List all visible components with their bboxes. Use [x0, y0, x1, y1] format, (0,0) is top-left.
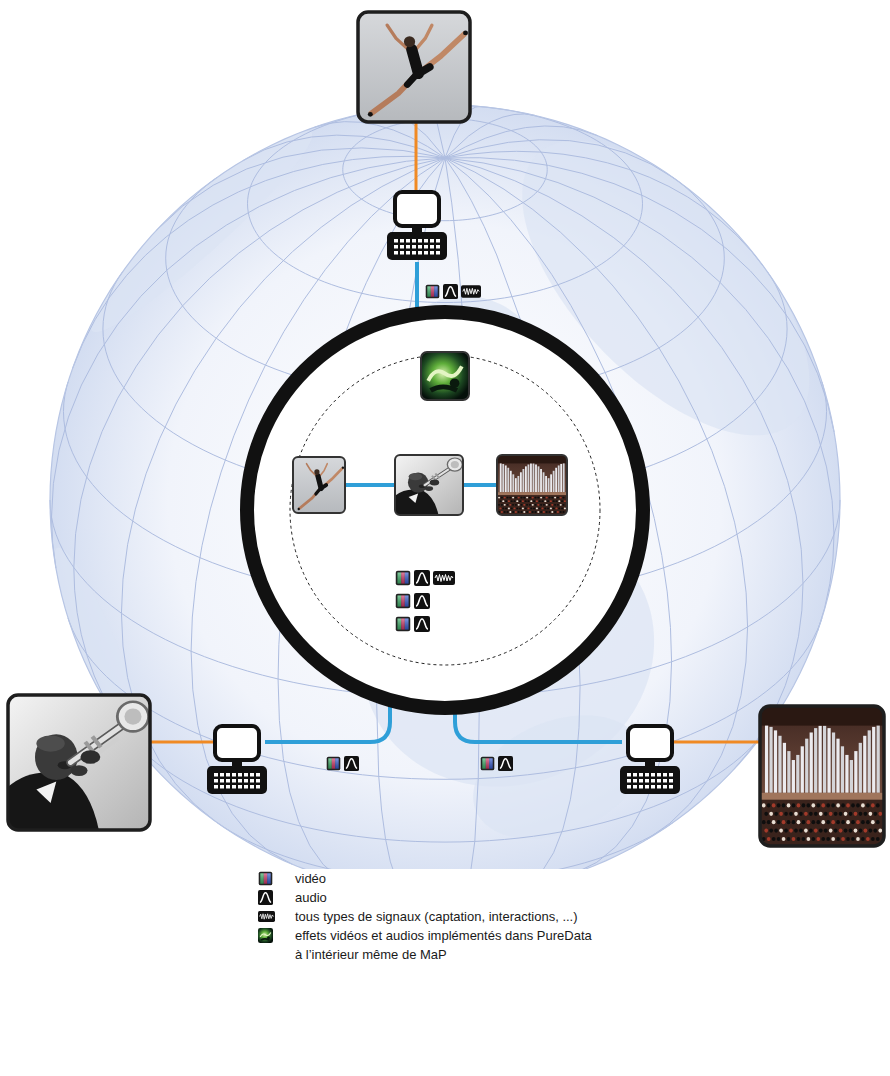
audio-icon	[414, 570, 430, 586]
signal-icon	[433, 571, 455, 585]
effects-thumbnail	[421, 352, 469, 400]
globe-outline	[50, 105, 840, 895]
dashed-circle	[290, 355, 600, 665]
video-icon	[396, 594, 411, 609]
video-icon	[426, 285, 440, 299]
legend-text: audio	[295, 888, 598, 907]
network-link	[415, 262, 419, 310]
legend-item: effets vidéos et audios implémentés dans…	[258, 926, 598, 964]
legend-text: effets vidéos et audios implémentés dans…	[295, 926, 598, 964]
computer	[207, 192, 680, 794]
video-icon	[396, 617, 411, 632]
video-icon	[396, 571, 411, 586]
audio-icon	[498, 756, 513, 771]
thumbnail	[293, 352, 567, 515]
local-link	[667, 741, 760, 744]
globe	[50, 105, 840, 895]
signal-icon	[461, 285, 481, 298]
photo-frame	[358, 12, 470, 122]
legend-icon	[259, 872, 273, 886]
performer-photo	[8, 12, 884, 846]
computer-icon	[207, 726, 267, 794]
video-icon	[481, 757, 495, 771]
legend-icon	[258, 911, 275, 922]
thumbnail-frame	[293, 457, 345, 513]
legend-text: tous types de signaux (captation, intera…	[295, 907, 598, 926]
audio-icon	[414, 593, 430, 609]
audio-icon	[443, 284, 458, 299]
computer-icon	[387, 192, 447, 260]
audio-icon	[344, 756, 359, 771]
legend-icon	[258, 890, 273, 905]
legend-item: audio	[258, 888, 598, 907]
thumbnail-frame	[421, 352, 469, 400]
local-link	[150, 741, 213, 744]
audio-icon	[414, 616, 430, 632]
organ-thumbnail	[497, 455, 567, 515]
legend-icon	[258, 928, 273, 943]
photo-frame	[760, 706, 884, 846]
landmass	[91, 131, 312, 332]
map-ring	[247, 312, 643, 708]
organ-photo	[760, 706, 884, 846]
legend: vidéoaudiotous types de signaux (captati…	[258, 869, 598, 964]
legend-icon	[258, 888, 295, 907]
legend-icon	[258, 926, 295, 945]
computer-icon	[620, 726, 680, 794]
graticule	[50, 105, 840, 895]
thumbnail-frame	[395, 455, 463, 515]
trumpet-photo	[8, 695, 150, 830]
legend-icon	[258, 907, 295, 926]
video-icon	[327, 757, 341, 771]
trumpet-thumbnail	[395, 455, 463, 515]
legend-item: tous types de signaux (captation, intera…	[258, 907, 598, 926]
globe-sphere	[50, 105, 840, 895]
legend-text: vidéo	[295, 869, 598, 888]
dancer-thumbnail	[293, 457, 345, 513]
legend-icon	[258, 869, 295, 888]
link-signals	[327, 284, 513, 771]
network-link	[265, 705, 390, 742]
legend-item: vidéo	[258, 869, 598, 888]
local-link	[150, 122, 760, 742]
thumbnail-frame	[497, 455, 567, 515]
photo-frame	[8, 695, 150, 830]
signal-stack	[396, 570, 455, 632]
local-link	[415, 122, 418, 191]
dancer-photo	[358, 12, 470, 122]
